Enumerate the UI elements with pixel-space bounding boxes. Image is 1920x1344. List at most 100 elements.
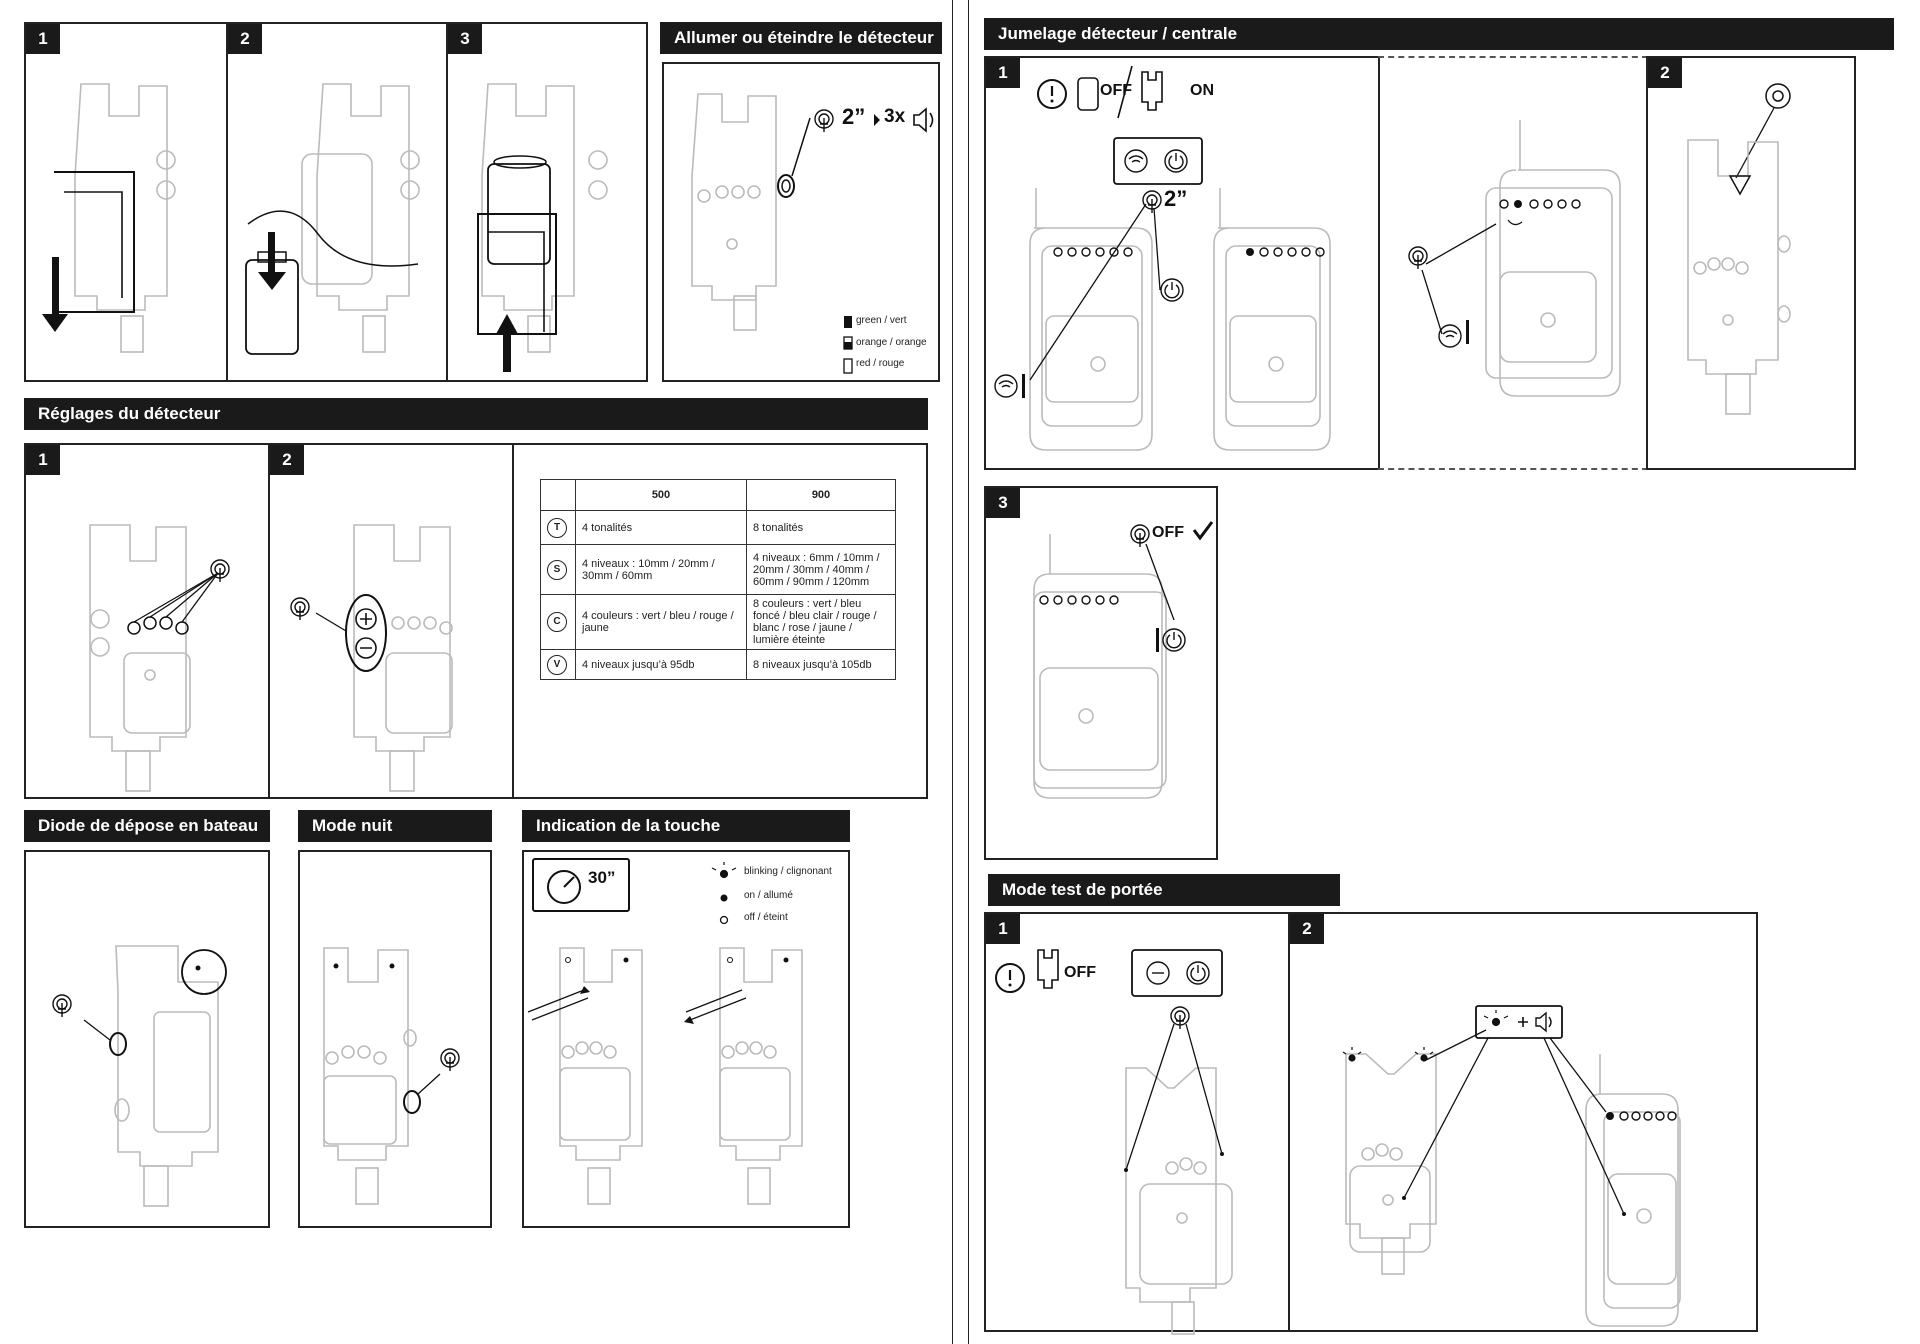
power-panel: 2” 3x green / vert orange / orange red /… <box>662 62 940 382</box>
off-label: OFF <box>1100 82 1132 99</box>
volume-symbol: V <box>547 654 567 675</box>
table-cell: 4 couleurs : vert / bleu / rouge / jaune <box>575 594 747 650</box>
bite-indication-illustration <box>527 862 803 1205</box>
detector-close-cover-illustration <box>477 83 608 372</box>
table-cell: 4 tonalités <box>575 510 747 545</box>
table-row: C 4 couleurs : vert / bleu / rouge / jau… <box>540 594 896 650</box>
power-button-illustration <box>691 93 934 374</box>
power-icon <box>1162 628 1186 652</box>
off-label: OFF <box>1064 964 1096 981</box>
battery-orange-label: orange / orange <box>856 337 927 348</box>
on-label: ON <box>1190 82 1214 99</box>
press-duration-label: 2” <box>1164 186 1188 211</box>
blinking-icon <box>1483 1010 1509 1027</box>
battery-step-3-panel: 3 <box>446 22 648 382</box>
detector-plus-minus-illustration <box>290 524 453 792</box>
table-cell: 8 tonalités <box>746 510 896 545</box>
boat-panel <box>24 850 270 1228</box>
table-cell: 4 niveaux : 6mm / 10mm / 20mm / 30mm / 4… <box>746 544 896 595</box>
column-header-500: 500 <box>575 479 747 511</box>
sensitivity-symbol: S <box>547 559 567 580</box>
finger-press-icon <box>814 109 834 132</box>
blinking-icon <box>711 862 737 879</box>
boat-section-header: Diode de dépose en bateau <box>24 810 270 842</box>
table-cell: 4 niveaux jusqu’à 95db <box>575 649 747 680</box>
finger-press-icon <box>1170 1006 1190 1029</box>
pairing-step-3-panel: 3 OFF <box>984 486 1218 860</box>
pairing-receiver-illustration <box>1408 120 1621 397</box>
timer-icon <box>547 870 581 904</box>
table-row: S 4 niveaux : 10mm / 20mm / 30mm / 60mm … <box>540 544 896 595</box>
power-icon <box>1160 278 1184 302</box>
night-mode-illustration <box>323 947 460 1205</box>
power-icon <box>1164 149 1188 173</box>
table-cell: 8 niveaux jusqu’à 105db <box>746 649 896 680</box>
pairing-step-2-panel: 2 <box>1646 56 1856 470</box>
wifi-icon <box>1124 149 1148 173</box>
warning-icon <box>1037 79 1067 109</box>
detector-open-cover-illustration <box>42 83 176 353</box>
step-number: 1 <box>986 914 1020 944</box>
boat-led-illustration <box>52 945 227 1207</box>
battery-step-1-panel: 1 <box>24 22 228 382</box>
finger-press-icon <box>440 1048 460 1071</box>
range-step-1-illustration <box>995 949 1233 1335</box>
color-symbol: C <box>547 612 567 632</box>
night-panel <box>298 850 492 1228</box>
speaker-icon <box>1535 1011 1552 1033</box>
settings-table: 500 900 T 4 tonalités 8 tonalités S 4 ni… <box>540 479 896 680</box>
step-number: 3 <box>448 24 482 54</box>
step-number: 2 <box>270 445 304 475</box>
finger-press-icon <box>1130 524 1150 547</box>
step-number: 1 <box>26 445 60 475</box>
step-number: 1 <box>26 24 60 54</box>
detector-tone-buttons-illustration <box>89 524 230 792</box>
minus-icon <box>1146 961 1170 985</box>
table-row: T 4 tonalités 8 tonalités <box>540 510 896 545</box>
finger-press-icon <box>1408 246 1428 269</box>
off-confirm-label: OFF <box>1152 524 1184 541</box>
legend-blinking-label: blinking / clignonant <box>744 866 832 877</box>
blinking-icon <box>1342 1047 1362 1062</box>
bite-section-header: Indication de la touche <box>522 810 850 842</box>
legend-off-label: off / éteint <box>744 912 788 923</box>
column-header-900: 900 <box>746 479 896 511</box>
battery-step-2-panel: 2 <box>226 22 448 382</box>
step-number: 1 <box>986 58 1020 88</box>
battery-red-label: red / rouge <box>856 358 905 369</box>
step-number: 2 <box>1290 914 1324 944</box>
battery-green-label: green / vert <box>856 315 907 326</box>
settings-table-panel: 500 900 T 4 tonalités 8 tonalités S 4 ni… <box>512 443 928 799</box>
timer-label: 30” <box>588 868 616 887</box>
step-number: 2 <box>1648 58 1682 88</box>
range-section-header: Mode test de portée <box>988 874 1340 906</box>
wifi-icon <box>1438 324 1462 348</box>
beep-count-label: 3x <box>884 106 906 127</box>
pairing-dashed-panel <box>1378 56 1648 470</box>
pairing-step-1-illustration <box>994 65 1331 451</box>
pairing-step-2-illustration <box>1687 83 1791 415</box>
step-number: 3 <box>986 488 1020 518</box>
left-page <box>0 0 953 1344</box>
table-header-row: 500 900 <box>540 479 896 511</box>
battery-remove-illustration <box>245 83 420 355</box>
finger-press-icon <box>210 559 230 582</box>
finger-press-icon <box>1142 190 1162 213</box>
step-number: 2 <box>228 24 262 54</box>
on-icon <box>720 894 728 902</box>
pairing-section-header: Jumelage détecteur / centrale <box>984 18 1894 50</box>
range-step-1-panel: 1 OFF <box>984 912 1290 1335</box>
finger-press-icon <box>52 994 72 1017</box>
timer-badge: 30” <box>532 858 630 912</box>
pairing-step-1-panel: 1 OFF ON 2” <box>984 56 1380 470</box>
legend-on-label: on / allumé <box>744 890 793 901</box>
table-cell: 8 couleurs : vert / bleu foncé / bleu cl… <box>746 594 896 650</box>
night-section-header: Mode nuit <box>298 810 492 842</box>
bite-panel: 30” blinking / clignonant on / allumé of… <box>522 850 850 1228</box>
finger-press-icon <box>290 597 310 620</box>
right-page <box>968 0 1920 1344</box>
tone-symbol: T <box>547 517 567 538</box>
settings-step-2-panel: 2 <box>268 443 514 799</box>
settings-section-header: Réglages du détecteur <box>24 398 928 430</box>
table-row: V 4 niveaux jusqu’à 95db 8 niveaux jusqu… <box>540 649 896 680</box>
